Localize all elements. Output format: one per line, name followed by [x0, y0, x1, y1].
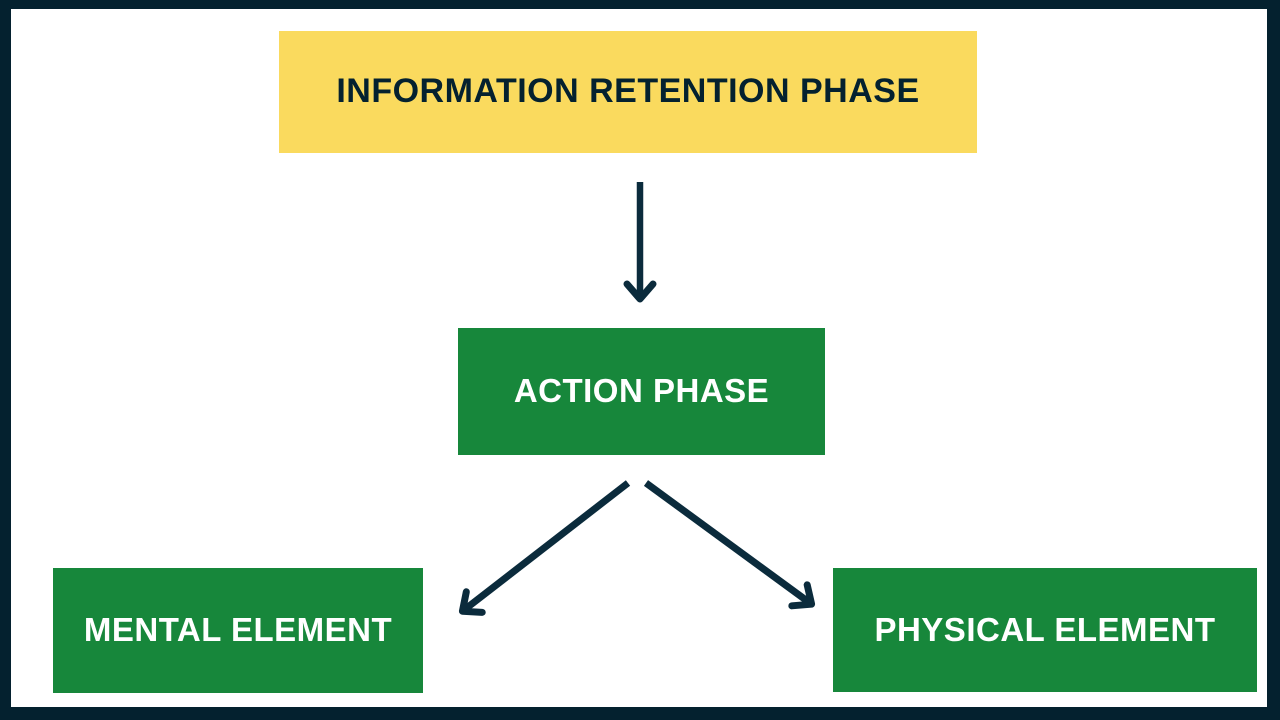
- node-label: ACTION PHASE: [513, 372, 770, 410]
- node-information-retention-phase: INFORMATION RETENTION PHASE: [279, 31, 977, 153]
- node-label: MENTAL ELEMENT: [83, 611, 393, 649]
- node-action-phase: ACTION PHASE: [458, 328, 825, 455]
- node-mental-element: MENTAL ELEMENT: [53, 568, 423, 693]
- node-physical-element: PHYSICAL ELEMENT: [833, 568, 1257, 692]
- node-label: INFORMATION RETENTION PHASE: [336, 72, 920, 111]
- node-label: PHYSICAL ELEMENT: [874, 610, 1216, 648]
